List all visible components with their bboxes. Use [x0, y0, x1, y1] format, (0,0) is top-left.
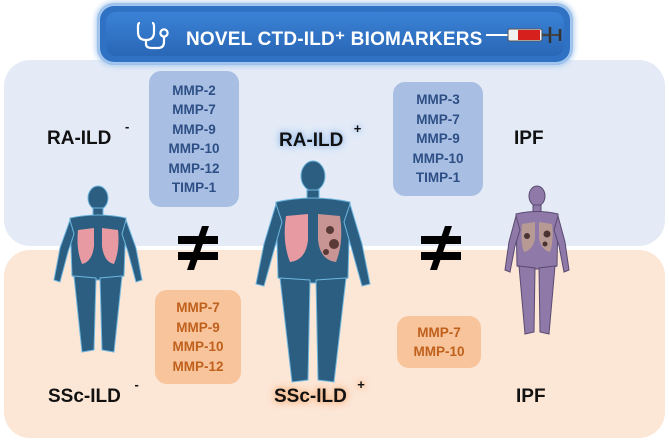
marker-item: MMP-7 [417, 324, 461, 340]
ipf-top-markers: MMP-3 MMP-7 MMP-9 MMP-10 TIMP-1 [393, 82, 483, 196]
marker-item: MMP-2 [172, 82, 216, 98]
not-equal-icon [419, 224, 463, 277]
marker-item: MMP-9 [176, 319, 220, 335]
marker-item: MMP-9 [416, 131, 460, 147]
label-ssc-ild-positive: SSc-ILD+ [274, 377, 365, 407]
body-figure-center [250, 160, 376, 389]
not-equal-icon [176, 224, 220, 277]
ra-ild-negative-markers: MMP-2 MMP-7 MMP-9 MMP-10 MMP-12 TIMP-1 [149, 71, 239, 207]
label-ra-ild-negative: RA-ILD- [47, 119, 130, 149]
label-ssc-ild-negative: SSc-ILD- [48, 377, 139, 407]
label-ra-ild-positive: RA-ILD+ [279, 121, 362, 151]
body-figure-right [502, 184, 572, 341]
marker-item: MMP-10 [412, 150, 464, 166]
title-banner: NOVEL CTD-ILD⁺ BIOMARKERS [100, 6, 570, 62]
marker-item: MMP-9 [172, 121, 216, 137]
marker-item: MMP-12 [168, 160, 220, 176]
marker-item: TIMP-1 [415, 170, 461, 186]
marker-item: MMP-10 [172, 339, 224, 354]
body-figure-left [48, 184, 148, 361]
marker-item: MMP-7 [416, 111, 460, 127]
syringe-icon [486, 24, 566, 51]
page-title: NOVEL CTD-ILD⁺ BIOMARKERS [186, 29, 483, 50]
marker-item: MMP-10 [168, 141, 220, 156]
marker-item: TIMP-1 [171, 180, 217, 195]
marker-item: MMP-12 [172, 358, 224, 374]
stethoscope-icon [134, 20, 174, 55]
ssc-ild-negative-markers: MMP-7 MMP-9 MMP-10 MMP-12 [155, 290, 241, 384]
marker-item: MMP-10 [413, 344, 465, 359]
marker-item: MMP-7 [172, 102, 216, 117]
ipf-bottom-markers: MMP-7 MMP-10 [397, 316, 481, 368]
title-banner-inner: NOVEL CTD-ILD⁺ BIOMARKERS [106, 12, 564, 56]
marker-item: MMP-3 [416, 92, 460, 108]
label-ipf-bottom: IPF [516, 386, 546, 407]
marker-item: MMP-7 [176, 300, 220, 315]
label-ipf-top: IPF [514, 128, 544, 149]
